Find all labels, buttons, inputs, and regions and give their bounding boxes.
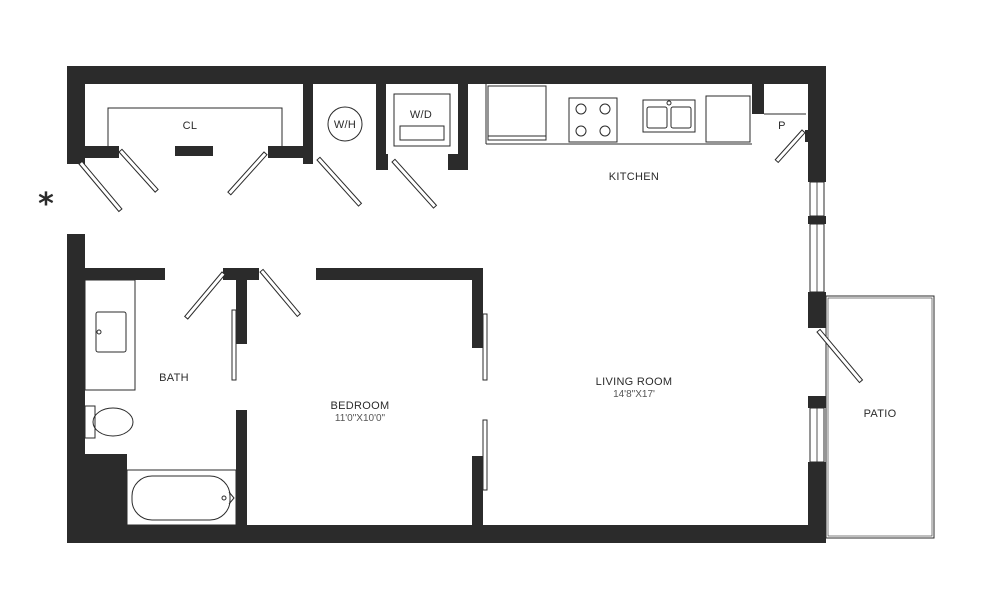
bath-closet-slider [231,309,237,381]
washer-dryer-label: W/D [410,109,432,121]
living-room-label: LIVING ROOM [596,376,673,388]
bedroom-dimensions: 11'0"X10'0" [335,413,386,424]
closet-door-left [118,148,159,193]
sink-icon [642,99,696,133]
patio-door [816,328,864,384]
bedroom-label: BEDROOM [331,400,390,412]
closet-door-right [227,151,268,196]
dishwasher-icon [705,95,751,143]
kitchen-counter [485,84,752,145]
closet-shelf [107,107,283,146]
bath-door [184,271,226,320]
bedroom-door [259,268,302,318]
doors [78,129,864,491]
toilet-icon [84,405,134,439]
bedroom-slider-bottom [482,419,488,491]
living-room-dimensions: 14'8"X17' [613,389,655,400]
entry-door [78,160,123,213]
water-heater-label: W/H [334,119,356,131]
washer-dryer-door [391,158,438,209]
bath-label: BATH [159,372,189,384]
pantry-door [774,129,806,164]
patio-outline [825,295,935,539]
walls [67,66,826,543]
patio-label: PATIO [864,408,897,420]
bedroom-slider-top [482,313,488,381]
refrigerator-icon [487,85,547,141]
windows [809,181,825,463]
entry-marker: * [38,187,54,222]
kitchen-label: KITCHEN [609,171,659,183]
closet-label: CL [183,120,198,132]
water-heater-door [316,156,363,207]
pantry-label: P [778,120,786,132]
bathtub-icon [126,469,237,526]
vanity-sink-icon [84,279,136,391]
water-heater-icon [327,106,363,142]
range-icon [568,97,618,143]
washer-dryer-icon [393,93,451,147]
